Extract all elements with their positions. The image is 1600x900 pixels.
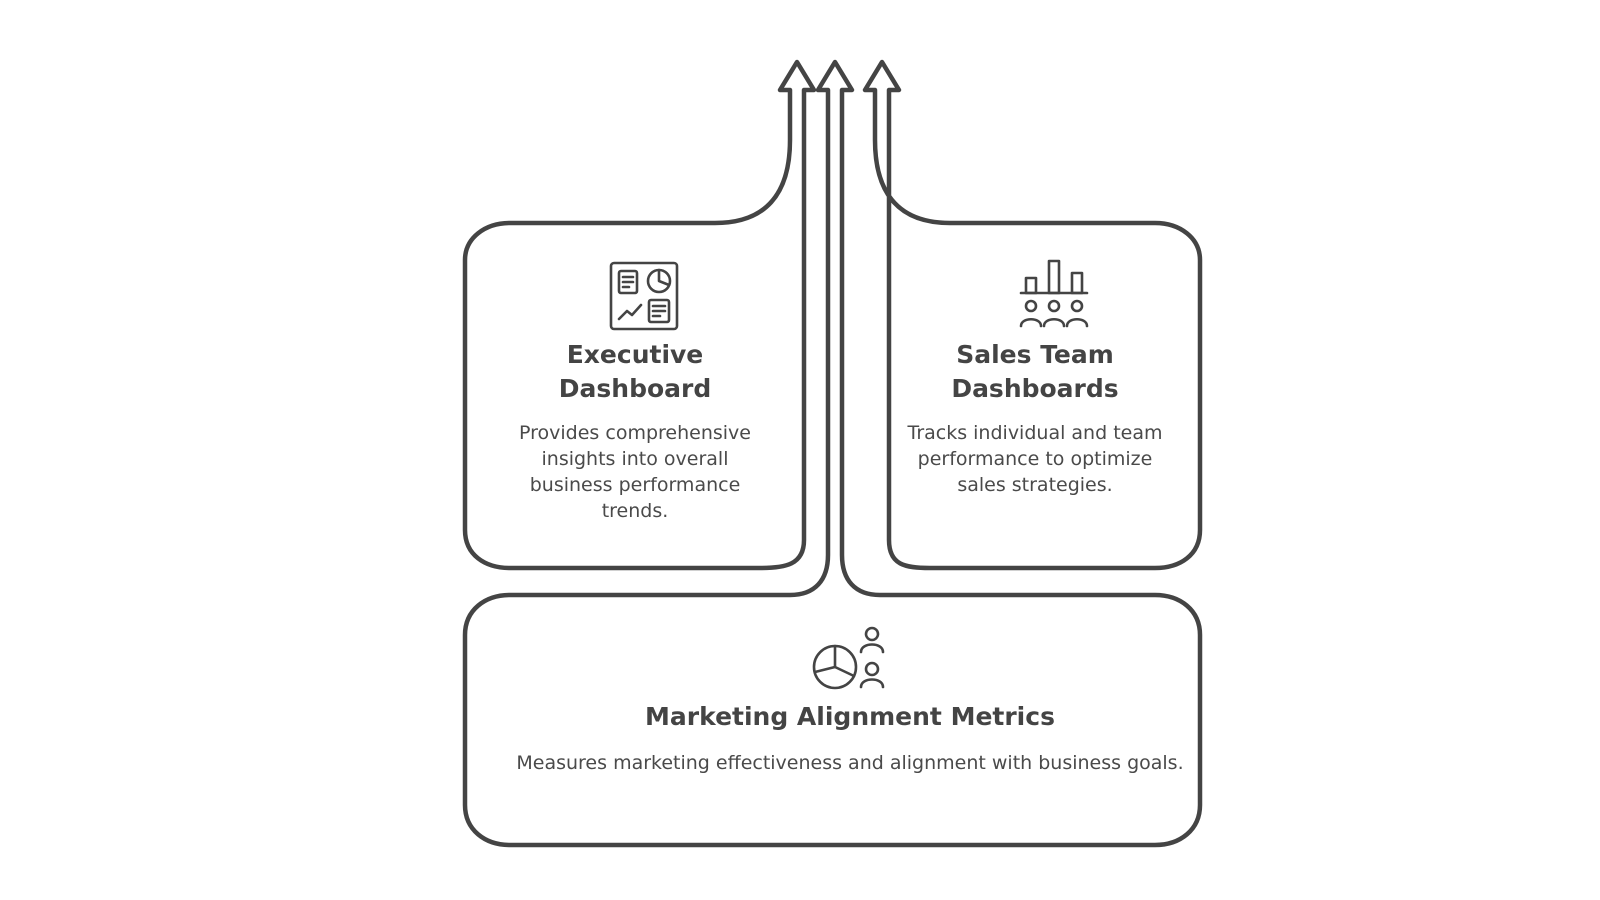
marketing-card: Marketing Alignment Metrics Measures mar…	[505, 700, 1195, 776]
sales-title: Sales Team Dashboards	[951, 340, 1119, 403]
marketing-description: Measures marketing effectiveness and ali…	[516, 752, 1184, 774]
sales-card-shape	[862, 59, 1203, 571]
executive-description: Provides comprehensive insights into ove…	[519, 422, 751, 522]
sales-card: Sales Team Dashboards Tracks individual …	[900, 338, 1170, 498]
sales-description: Tracks individual and team performance t…	[907, 422, 1163, 496]
marketing-card-shape	[462, 59, 1203, 848]
marketing-title: Marketing Alignment Metrics	[645, 702, 1055, 731]
executive-card-shape	[462, 59, 817, 571]
team-bar-chart-icon	[1019, 259, 1089, 328]
executive-title: Executive Dashboard	[558, 340, 712, 403]
executive-card: Executive Dashboard Provides comprehensi…	[500, 338, 770, 524]
dashboard-icon	[609, 261, 679, 331]
pie-chart-people-icon	[812, 626, 885, 690]
